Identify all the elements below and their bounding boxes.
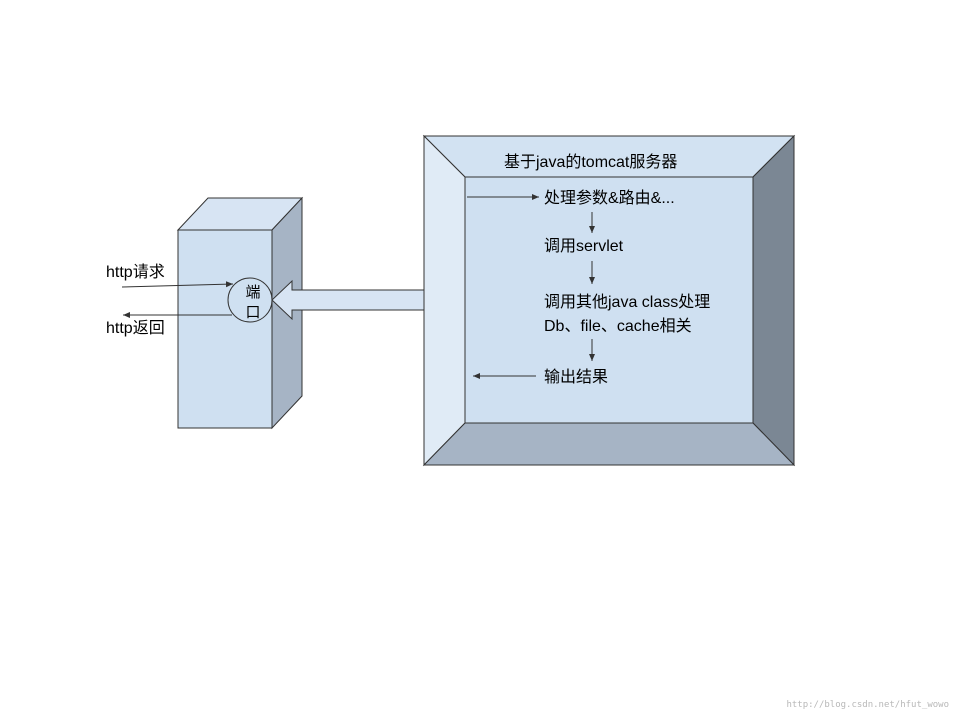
server-title: 基于java的tomcat服务器 [504,153,677,171]
http-request-label: http请求 [106,263,165,281]
port-label-line1: 端 [245,284,260,301]
step-process-params: 处理参数&路由&... [544,189,675,207]
server-bevel-left [423,134,466,467]
http-request: http请求 [106,263,234,288]
http-response-label: http返回 [106,319,165,337]
server-steps: 处理参数&路由&... 调用servlet 调用其他java class处理 D… [467,189,710,386]
step-call-java-class: 调用其他java class处理 [544,293,710,311]
server-inner-face [464,176,754,424]
server-box: 基于java的tomcat服务器 [422,134,796,467]
watermark: http://blog.csdn.net/hfut_wowo [786,700,949,710]
step-call-servlet: 调用servlet [544,237,624,255]
port-node: 端 口 [227,277,273,323]
step-db-file-cache: Db、file、cache相关 [544,317,692,335]
client-box [176,196,304,430]
http-request-arrow [121,281,234,288]
server-bevel-right [752,134,795,467]
http-response: http返回 [106,312,232,337]
step-output-result: 输出结果 [544,368,608,386]
server-bevel-bottom [422,422,796,466]
client-box-front-face [177,229,273,429]
port-label-line2: 口 [245,304,260,321]
server-to-port-arrow [271,279,425,321]
